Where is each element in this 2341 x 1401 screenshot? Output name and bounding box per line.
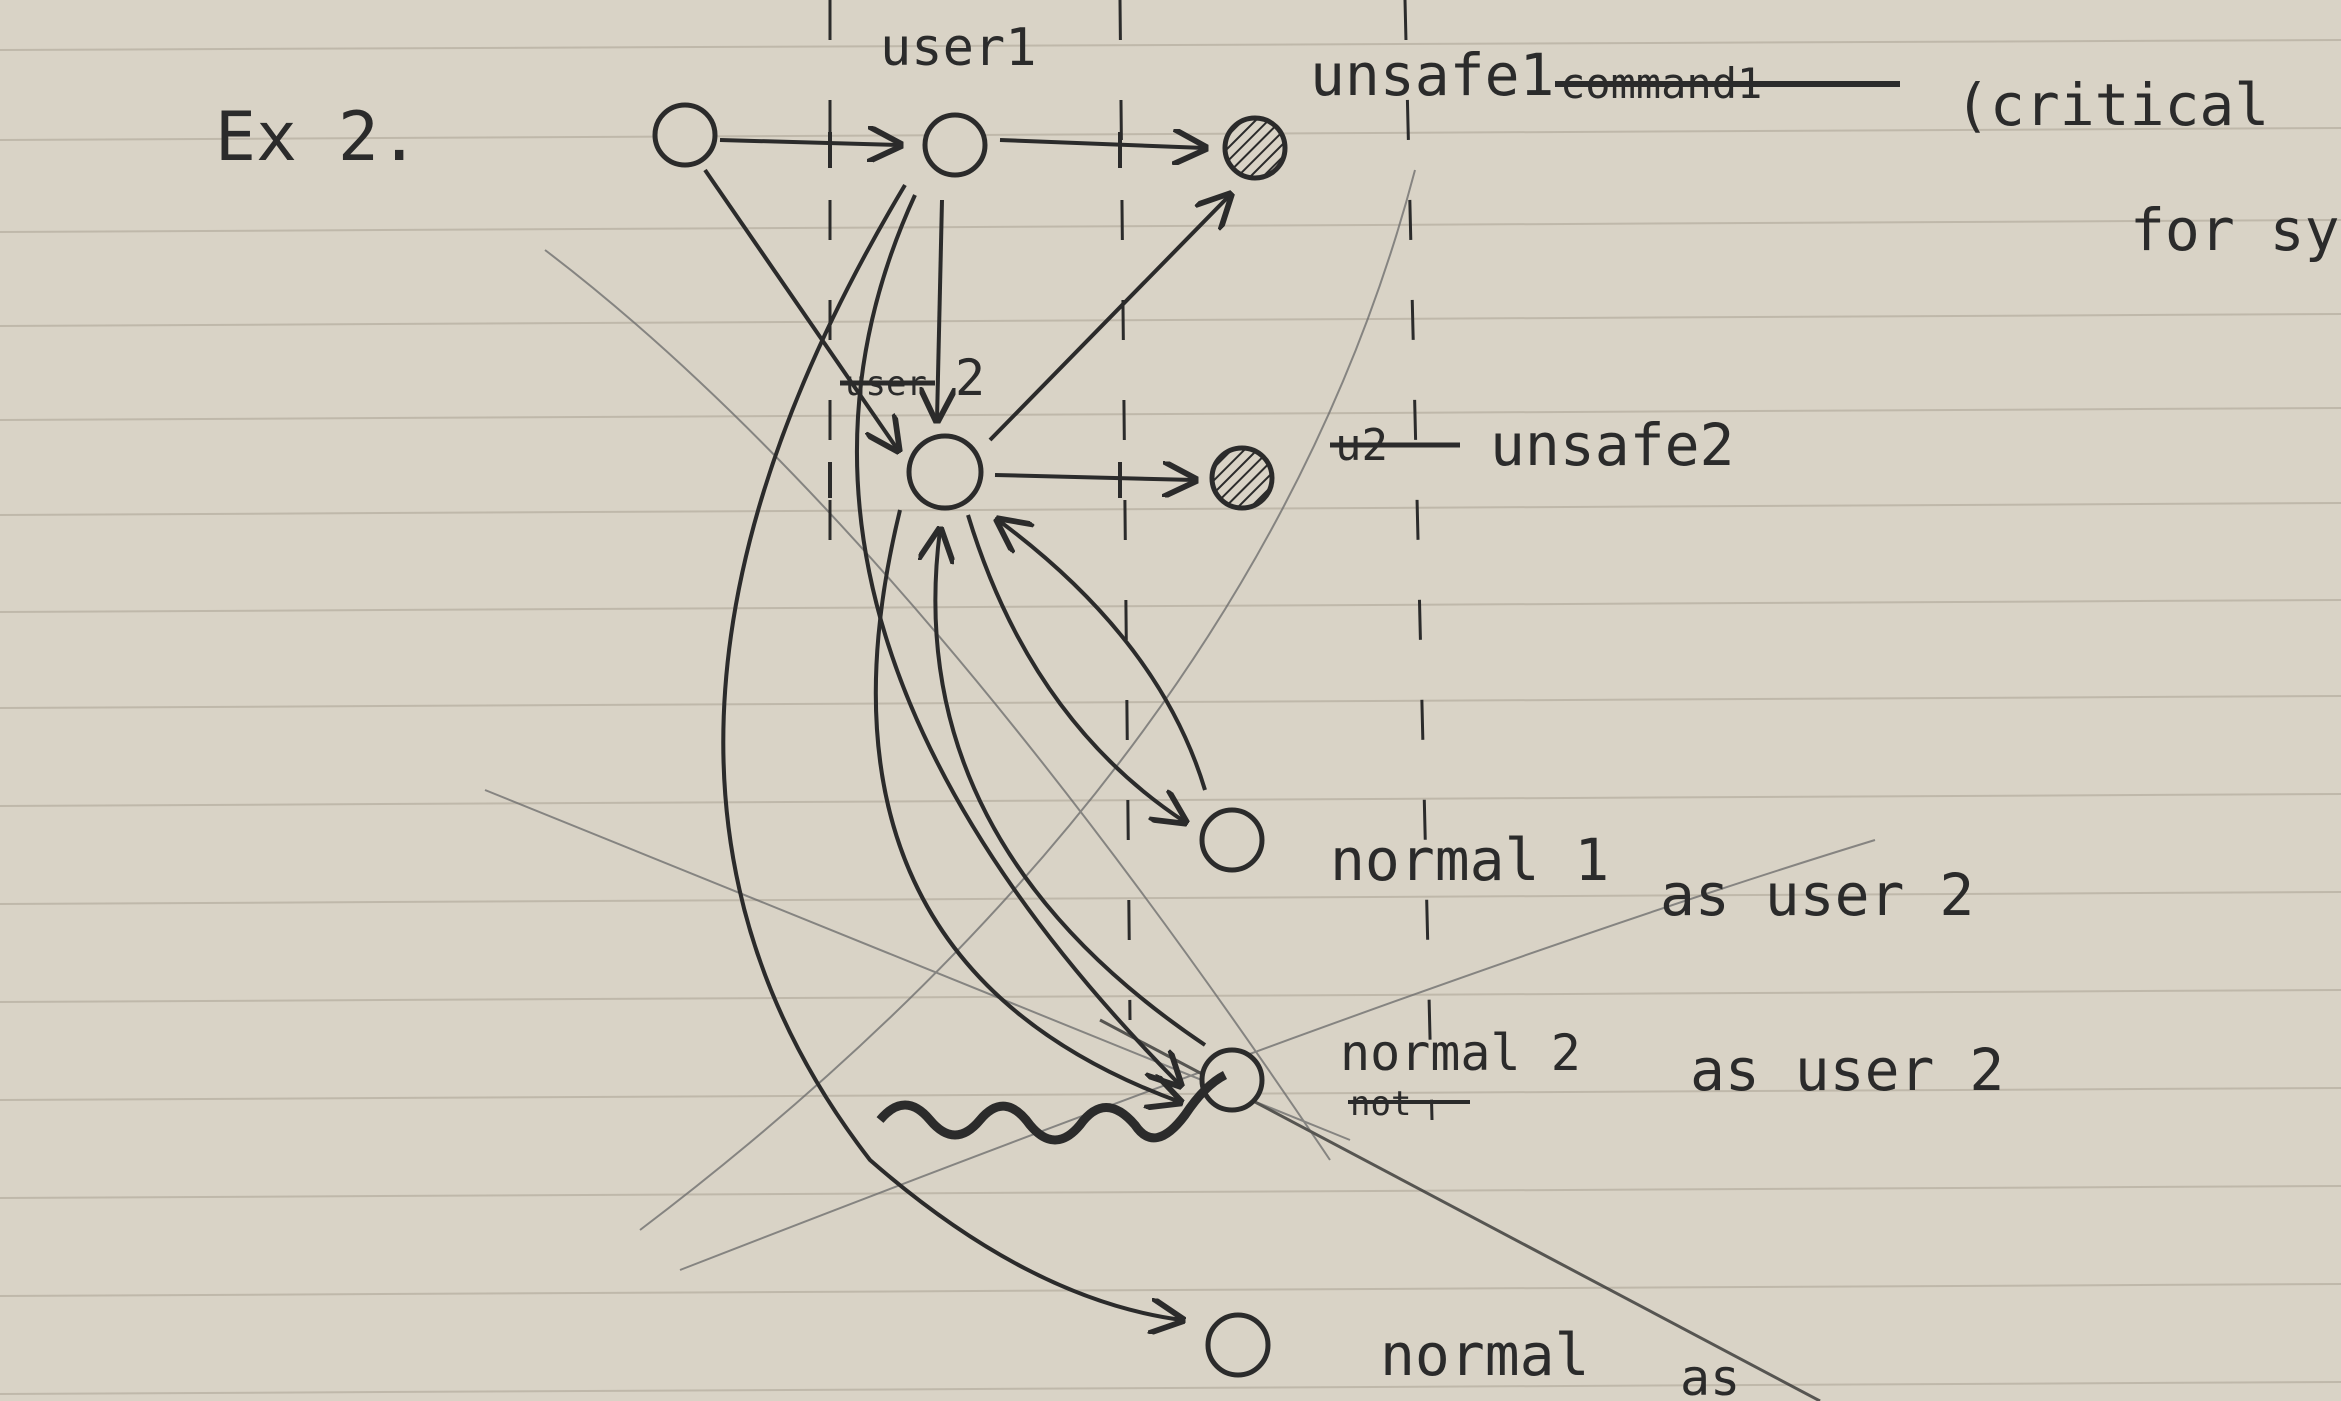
crossed-not: not <box>1348 1084 1470 1124</box>
user2-label: 2 <box>955 349 985 407</box>
normal3-label: normal <box>1380 1321 1590 1389</box>
node-group <box>652 102 1288 1378</box>
critical-note-cont: for sys <box>2130 196 2341 264</box>
unsafe1-label: unsafe1 <box>1310 41 1554 109</box>
edge-n0-to-user2 <box>703 168 898 450</box>
edge-group <box>703 132 1230 1320</box>
crossed-u2: u2 <box>1330 420 1460 471</box>
user1-label: user1 <box>880 18 1037 78</box>
node-unsafe1 <box>1222 115 1288 181</box>
node-user2 <box>906 433 984 511</box>
node-normal3 <box>1205 1312 1271 1378</box>
edge-user2-to-normal1 <box>966 514 1185 822</box>
normal3-note: as <box>1680 1349 1740 1401</box>
edge-user2-to-normal2 <box>873 509 1180 1102</box>
pencil-guides <box>484 169 1876 1401</box>
normal2-label: normal 2 <box>1340 1024 1581 1082</box>
edge-user2-to-unsafe2 <box>994 475 1195 480</box>
unsafe2-label: unsafe2 <box>1490 411 1734 479</box>
normal2-note: as user 2 <box>1690 1036 2004 1104</box>
node-user1 <box>922 112 988 178</box>
dashed-dividers <box>828 0 1434 1121</box>
normal1-label: normal 1 <box>1330 826 1609 894</box>
crossed-command1: command1 <box>1555 59 1900 108</box>
critical-note: (critical <box>1955 71 2269 139</box>
scribble-mark <box>876 1070 1228 1145</box>
edge-user1-to-unsafe1 <box>999 140 1205 148</box>
edge-normal1-to-user2 <box>998 520 1207 791</box>
edge-user2-to-unsafe1 <box>988 195 1230 442</box>
edge-user1-to-normal2 <box>854 194 1180 1085</box>
node-normal2 <box>1199 1047 1265 1113</box>
edge-user1-to-user2 <box>937 199 942 420</box>
edge-n0-to-user1 <box>719 140 900 145</box>
rule-lines <box>0 39 2341 1395</box>
edge-normal2-to-user2 <box>935 530 1207 1047</box>
edge-user1-to-normal3 <box>721 183 1182 1320</box>
node-normal1 <box>1199 807 1265 873</box>
node-n0 <box>652 102 718 168</box>
normal1-note: as user 2 <box>1660 861 1974 929</box>
heading: Ex 2. <box>215 98 420 177</box>
node-unsafe2 <box>1209 445 1275 511</box>
crossed-user-label: user <box>840 364 935 404</box>
